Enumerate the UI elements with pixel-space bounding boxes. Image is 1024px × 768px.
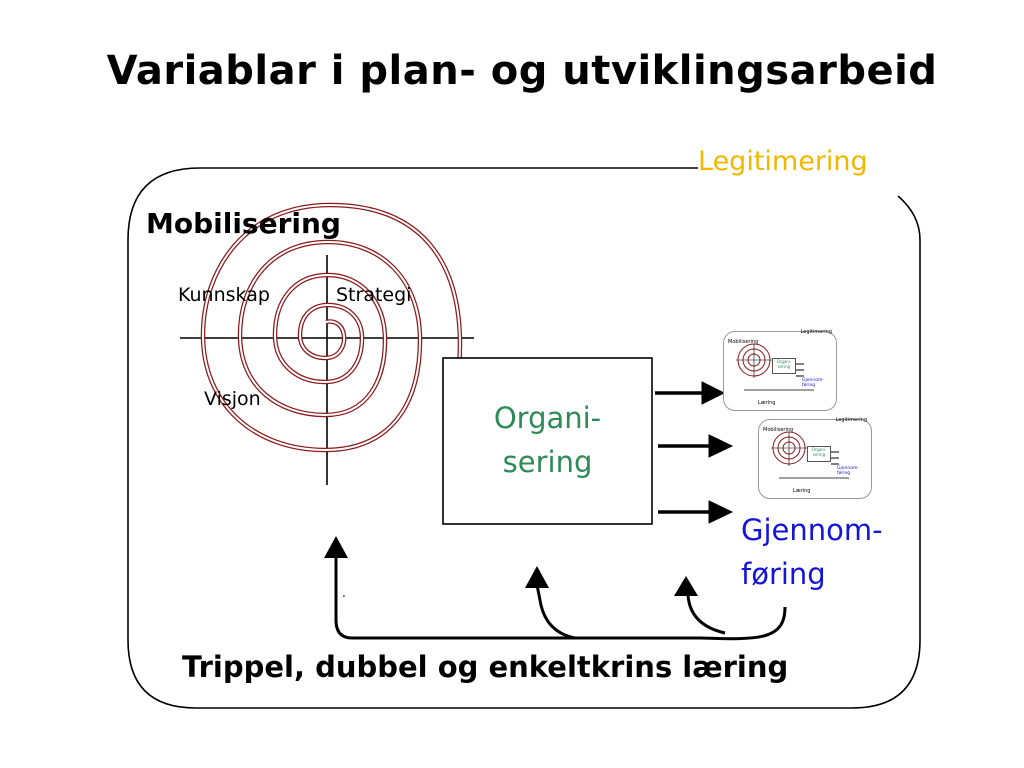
strategi-label: Strategi	[336, 284, 412, 306]
mobilisering-spiral	[200, 202, 473, 453]
gjennomforing-line-1: Gjennom-	[741, 513, 883, 547]
mini-legitimering-2: Legitimering	[835, 417, 867, 423]
mini-gjen-1: Gjennom-føring	[802, 378, 824, 388]
mini-spiral-2	[771, 431, 849, 479]
mini-legitimering-1: Legitimering	[800, 329, 832, 335]
laering-label: Trippel, dubbel og enkeltkrins læring	[182, 650, 789, 684]
kunnskap-label: Kunnskap	[178, 284, 270, 306]
mobilisering-label: Mobilisering	[146, 207, 341, 240]
organisering-box	[442, 357, 653, 525]
feedback-loops	[334, 555, 787, 641]
mini-mobilisering-1: Mobilisering	[728, 339, 759, 345]
legitimering-label: Legitimering	[698, 146, 868, 177]
organisering-line-1: Organi-	[493, 401, 602, 435]
mini-laering-1: Læring	[758, 400, 776, 406]
visjon-label: Visjon	[204, 388, 261, 410]
mini-diagram-2: Legitimering Mobilisering Organi-sering …	[758, 417, 872, 499]
output-arrows	[655, 381, 734, 524]
organisering-label: Organi- sering	[443, 396, 652, 484]
mini-org-1: Organi-sering	[772, 358, 796, 374]
mini-diagram-1: Legitimering Mobilisering Organi-sering …	[723, 329, 837, 411]
slide-title: Variablar i plan- og utviklingsarbeid	[106, 48, 938, 94]
feedback-arrowheads	[324, 536, 698, 596]
mini-laering-2: Læring	[793, 488, 811, 494]
mini-org-2: Organi-sering	[807, 446, 831, 462]
gjennomforing-label: Gjennom- føring	[741, 508, 883, 596]
outer-frame	[127, 167, 921, 709]
mini-mobilisering-2: Mobilisering	[763, 427, 794, 433]
dot-mark: .	[342, 586, 346, 600]
organisering-line-2: sering	[502, 445, 593, 479]
gjennomforing-line-2: føring	[741, 557, 826, 591]
mini-spiral-1	[736, 343, 814, 391]
mini-gjen-2: Gjennom-føring	[837, 466, 859, 476]
